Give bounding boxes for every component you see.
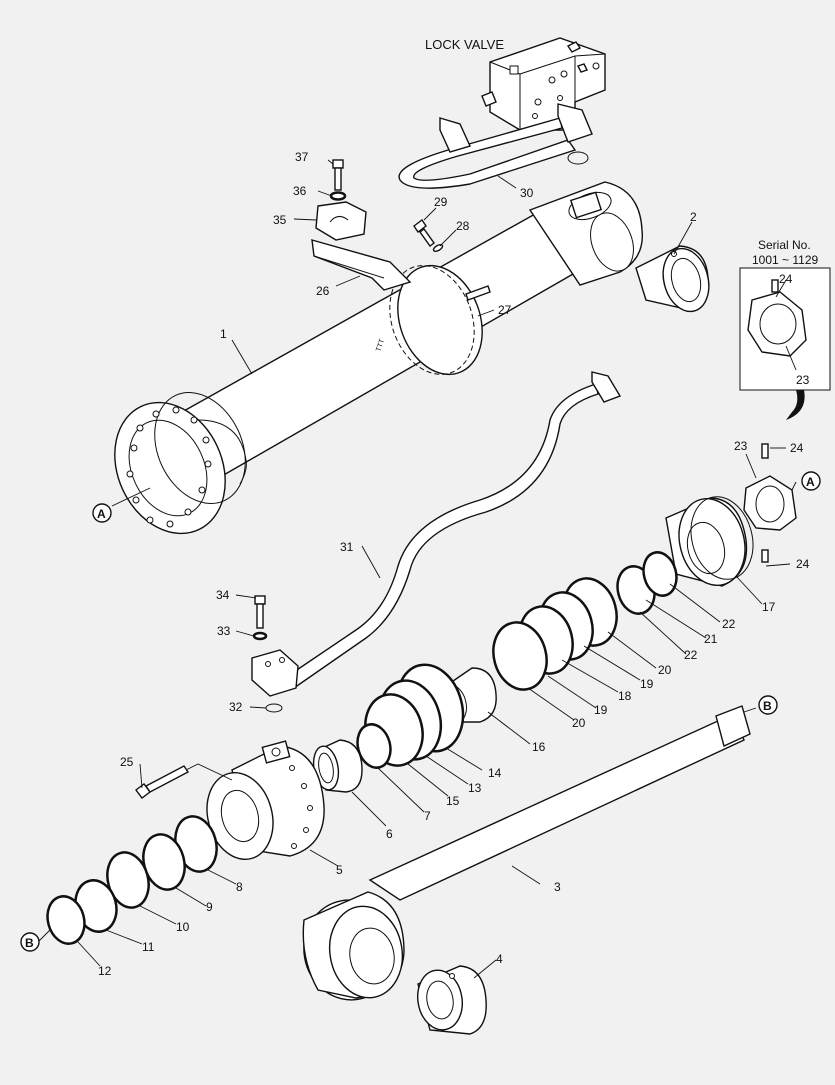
label-19-bottom: 19 (594, 703, 608, 717)
label-37: 37 (295, 150, 309, 164)
label-24-box: 24 (779, 272, 793, 286)
lock-valve (481, 37, 606, 131)
lock-valve-title: LOCK VALVE (425, 37, 504, 52)
label-24-bottom: 24 (796, 557, 810, 571)
label-1: 1 (220, 327, 227, 341)
washer-33 (252, 631, 268, 641)
label-4: 4 (496, 952, 503, 966)
flange-block (251, 649, 299, 697)
label-28: 28 (456, 219, 470, 233)
piston-17 (665, 496, 754, 587)
label-14: 14 (488, 766, 502, 780)
label-5: 5 (336, 863, 343, 877)
clamp-band-27: TTT (375, 264, 491, 376)
label-19-top: 19 (640, 677, 654, 691)
leader-lines (37, 159, 797, 979)
label-3: 3 (554, 880, 561, 894)
callout-A-right: A (801, 471, 821, 491)
rings-8-12 (46, 815, 218, 945)
bushing-6 (312, 739, 363, 793)
nut-23 (743, 443, 797, 563)
washer-28 (432, 243, 444, 253)
svg-text:A: A (806, 475, 815, 489)
label-33: 33 (217, 624, 231, 638)
ring-7 (356, 723, 392, 769)
label-22-top: 22 (722, 617, 736, 631)
svg-text:TTT: TTT (375, 338, 386, 353)
label-30: 30 (520, 186, 534, 200)
label-2: 2 (690, 210, 697, 224)
label-27: 27 (498, 303, 512, 317)
label-18: 18 (618, 689, 632, 703)
label-6: 6 (386, 827, 393, 841)
label-8: 8 (236, 880, 243, 894)
bracket-26 (311, 239, 412, 291)
label-17: 17 (762, 600, 776, 614)
label-20-top: 20 (658, 663, 672, 677)
labels: LOCK VALVE Serial No. 1001 ~ 1129 37 36 … (98, 37, 819, 978)
bolt-29 (413, 218, 435, 247)
bushing-4 (417, 965, 487, 1035)
label-20-bottom: 20 (572, 716, 586, 730)
label-22-bottom: 22 (684, 648, 698, 662)
serial-box (739, 267, 831, 391)
label-11: 11 (142, 940, 155, 954)
label-12: 12 (98, 964, 112, 978)
label-10: 10 (176, 920, 190, 934)
label-32: 32 (229, 700, 243, 714)
label-31: 31 (340, 540, 354, 554)
label-29: 29 (434, 195, 448, 209)
label-13: 13 (468, 781, 482, 795)
label-34: 34 (216, 588, 230, 602)
piston-rod-3 (302, 705, 751, 1001)
label-36: 36 (293, 184, 307, 198)
serial-range: 1001 ~ 1129 (752, 253, 819, 267)
label-24-top: 24 (790, 441, 804, 455)
svg-text:B: B (25, 936, 34, 950)
bolt-34 (254, 595, 266, 629)
label-21: 21 (704, 632, 718, 646)
callout-B-top: B (758, 695, 778, 715)
bolt-37 (332, 159, 344, 191)
label-25: 25 (120, 755, 134, 769)
label-23: 23 (734, 439, 748, 453)
bolt-25 (135, 765, 190, 799)
label-23-box: 23 (796, 373, 810, 387)
bushing-2 (635, 245, 710, 313)
serial-label: Serial No. (758, 238, 811, 252)
callout-B-bottom: B (20, 932, 40, 952)
cylinder-tube-1 (114, 181, 644, 535)
label-15: 15 (446, 794, 460, 808)
pipe-30 (398, 103, 593, 189)
label-26: 26 (316, 284, 330, 298)
label-9: 9 (206, 900, 213, 914)
callout-A-left: A (92, 503, 112, 523)
clamp-35 (315, 201, 367, 241)
serial-arrow (786, 390, 805, 420)
rings-18-20 (492, 577, 618, 691)
seal-rings-21-22 (616, 551, 678, 615)
o-ring-32 (265, 703, 283, 713)
svg-text:A: A (97, 507, 106, 521)
washer-36 (329, 191, 347, 201)
pipe-31 (280, 371, 622, 689)
label-35: 35 (273, 213, 287, 227)
label-7: 7 (424, 809, 431, 823)
svg-text:B: B (763, 699, 772, 713)
label-16: 16 (532, 740, 546, 754)
